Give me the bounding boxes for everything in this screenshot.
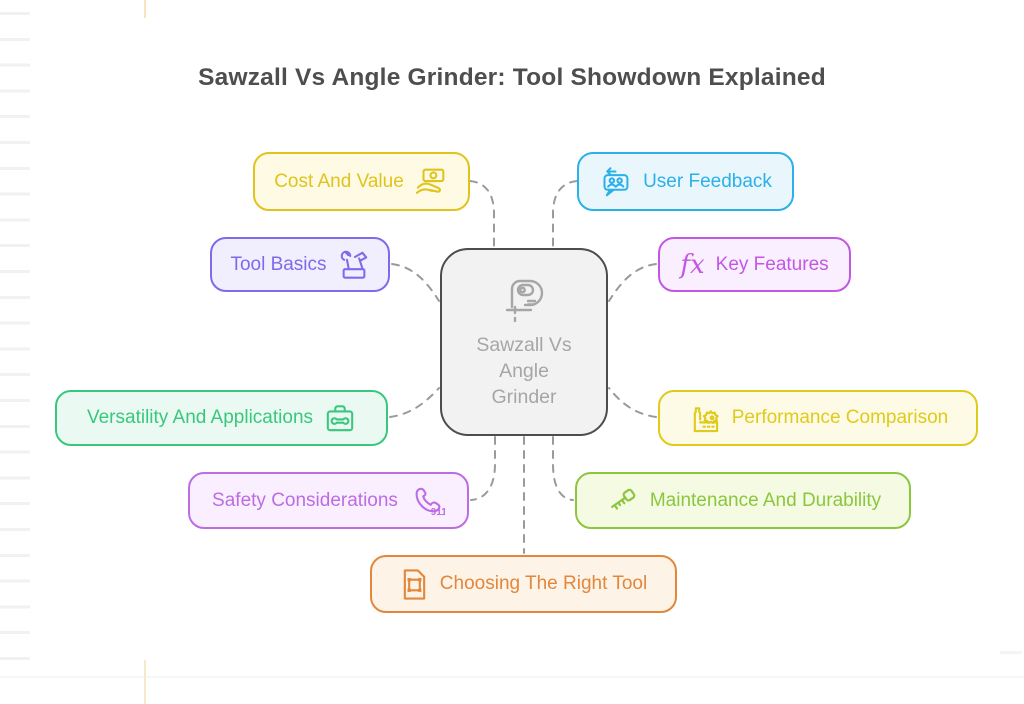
node-label: Tool Basics: [230, 253, 327, 275]
node-label: Maintenance And Durability: [649, 489, 882, 511]
top-guide-tick: [144, 0, 146, 18]
node-versatility-and-applications[interactable]: Versatility And Applications: [55, 390, 388, 446]
toolbox-tools-icon: [338, 249, 370, 280]
jigsaw-tool-icon: [498, 273, 550, 325]
node-label: Choosing The Right Tool: [439, 573, 648, 594]
connector-user-to-center: [552, 180, 578, 248]
node-safety-considerations[interactable]: Safety Considerations 911: [188, 472, 469, 529]
connector-cost-to-center: [469, 180, 495, 248]
node-performance-comparison[interactable]: Performance Comparison: [658, 390, 978, 446]
connector-center-to-safety: [470, 436, 496, 501]
connector-keyfeatures-to-center: [608, 263, 657, 302]
node-label: Performance Comparison: [731, 407, 949, 428]
connector-performance-to-center: [608, 387, 657, 418]
vector-document-icon: [400, 568, 429, 601]
node-user-feedback[interactable]: User Feedback: [577, 152, 794, 211]
node-label: Cost And Value: [274, 170, 404, 192]
node-cost-and-value[interactable]: Cost And Value: [253, 152, 470, 211]
connector-toolbasics-to-center: [391, 263, 440, 302]
phone-911-icon: 911: [409, 485, 445, 517]
bottom-guide-tick: [144, 660, 146, 704]
node-choosing-the-right-tool[interactable]: Choosing The Right Tool: [370, 555, 677, 613]
people-chat-icon: [599, 166, 632, 198]
fx-icon: fx: [680, 249, 705, 280]
center-node-label: Sawzall Vs Angle Grinder: [476, 334, 572, 408]
node-label: Safety Considerations: [212, 489, 398, 511]
node-label: Versatility And Applications: [86, 407, 314, 428]
node-tool-basics[interactable]: Tool Basics: [210, 237, 390, 292]
page-title: Sawzall Vs Angle Grinder: Tool Showdown …: [198, 64, 826, 91]
svg-text:911: 911: [431, 507, 445, 517]
center-node-sawzall-vs-angle-grinder[interactable]: Sawzall Vs Angle Grinder: [440, 248, 608, 436]
connector-versatility-to-center: [389, 387, 440, 418]
factory-gear-icon: [688, 403, 721, 434]
connector-center-to-maintenance: [552, 436, 574, 501]
key-icon: [605, 485, 639, 516]
wrench-case-icon: [324, 403, 356, 433]
right-edge-dash: [1000, 651, 1022, 654]
money-in-hand-icon: [415, 167, 449, 197]
left-ruling-decoration: [0, 12, 30, 660]
bottom-divider-line: [0, 676, 1024, 678]
node-key-features[interactable]: fx Key Features: [658, 237, 851, 292]
node-label: Key Features: [715, 253, 829, 275]
node-label: User Feedback: [643, 170, 772, 192]
node-maintenance-and-durability[interactable]: Maintenance And Durability: [575, 472, 911, 529]
